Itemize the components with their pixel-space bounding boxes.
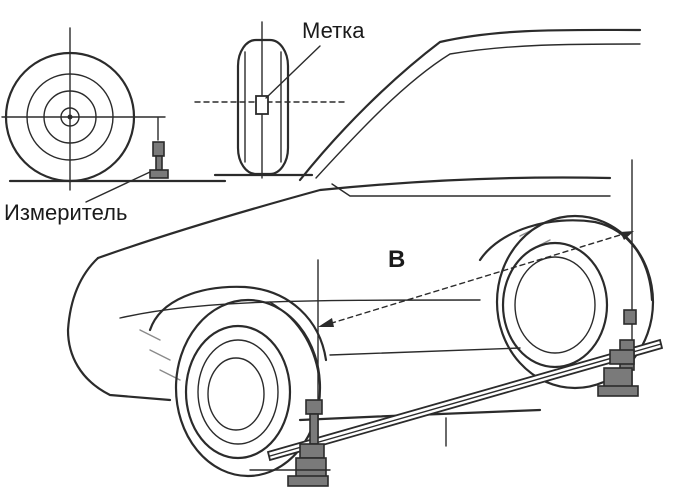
distance-b-label: B xyxy=(388,246,406,273)
inset-wheel-front-view xyxy=(1,27,227,191)
body-shading-hatch xyxy=(139,225,551,381)
meter-label: Измеритель xyxy=(4,200,128,225)
car-body-outline xyxy=(66,28,642,422)
inset-meter-stand xyxy=(85,117,169,203)
rear-wheel xyxy=(478,214,655,390)
inset-tire-side-view xyxy=(194,21,346,179)
front-wheel xyxy=(148,285,328,478)
mark-label: Метка xyxy=(302,18,365,43)
measuring-bar xyxy=(249,309,664,487)
